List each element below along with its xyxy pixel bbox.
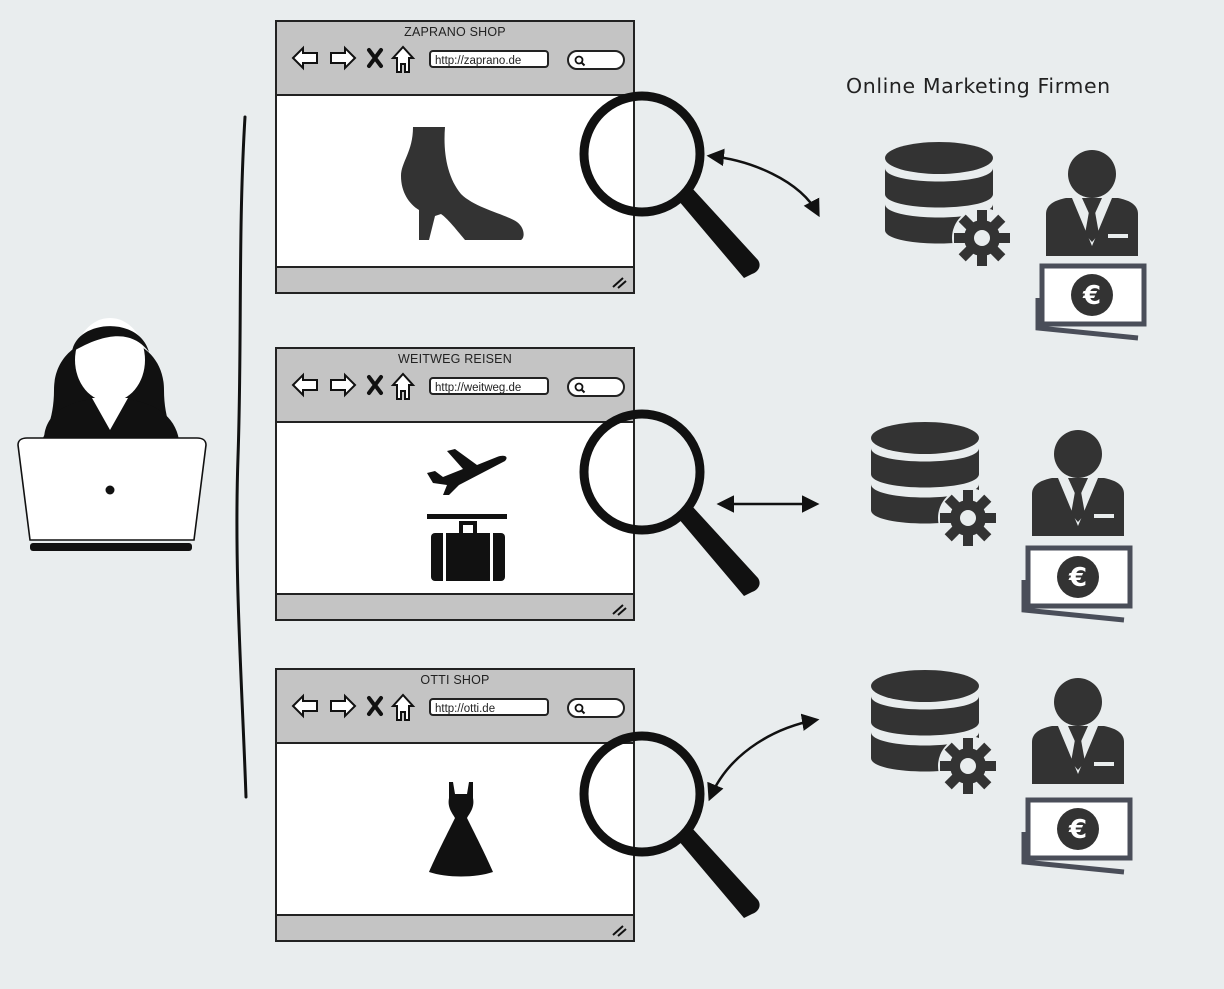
url-field[interactable]: http://otti.de [429, 698, 549, 716]
search-input[interactable] [567, 698, 625, 718]
bracket-line [235, 115, 248, 799]
search-input[interactable] [567, 50, 625, 70]
euro-banknote-icon: € [1021, 545, 1133, 623]
navigation-icons[interactable] [289, 371, 419, 403]
browser-toolbar: OTTI SHOP http://otti.de [277, 670, 633, 744]
browser-statusbar [277, 914, 633, 940]
section-title: Online Marketing Firmen [846, 74, 1111, 98]
database-gear-icon [885, 142, 1012, 268]
currency-symbol: € [1082, 281, 1101, 311]
euro-banknote-icon: € [1021, 797, 1133, 875]
resize-handle-icon[interactable] [611, 602, 627, 616]
close-icon [367, 375, 383, 395]
businessman-icon [1046, 150, 1138, 256]
close-icon [367, 696, 383, 716]
magnifier-icon [579, 409, 760, 596]
airplane-icon [427, 449, 507, 495]
search-icon [574, 55, 586, 67]
resize-handle-icon[interactable] [611, 923, 627, 937]
home-icon [390, 45, 416, 73]
back-arrow-icon [291, 693, 318, 719]
url-field[interactable]: http://weitweg.de [429, 377, 549, 395]
database-gear-icon [871, 422, 998, 548]
browser-window-weitweg: WEITWEG REISEN http://weitweg.de [275, 347, 635, 621]
currency-symbol: € [1068, 563, 1087, 593]
forward-arrow-icon [330, 693, 357, 719]
bidirectional-arrow [706, 148, 820, 218]
browser-statusbar [277, 593, 633, 619]
browser-title: OTTI SHOP [420, 673, 490, 687]
database-gear-icon [871, 670, 998, 796]
home-icon [390, 372, 416, 400]
back-arrow-icon [291, 372, 318, 398]
bidirectional-arrow [707, 713, 820, 802]
luggage-icon [431, 521, 505, 581]
browser-window-zaprano: ZAPRANO SHOP http://zaprano.de [275, 20, 635, 294]
home-icon [390, 693, 416, 721]
laptop-icon [17, 437, 207, 551]
search-icon [574, 703, 586, 715]
divider-line [427, 514, 507, 519]
close-icon [367, 48, 383, 68]
businessman-icon [1032, 678, 1124, 784]
forward-arrow-icon [330, 372, 357, 398]
resize-handle-icon[interactable] [611, 275, 627, 289]
dress-icon [429, 782, 493, 877]
magnifier-icon [579, 731, 760, 918]
forward-arrow-icon [330, 45, 357, 71]
businessman-icon [1032, 430, 1124, 536]
search-icon [574, 382, 586, 394]
high-heel-boot-icon [401, 127, 524, 240]
back-arrow-icon [291, 45, 318, 71]
navigation-icons[interactable] [289, 692, 419, 724]
url-field[interactable]: http://zaprano.de [429, 50, 549, 68]
browser-toolbar: ZAPRANO SHOP http://zaprano.de [277, 22, 633, 96]
browser-title: WEITWEG REISEN [398, 352, 512, 366]
navigation-icons[interactable] [289, 44, 419, 76]
browser-statusbar [277, 266, 633, 292]
woman-user-icon [34, 318, 184, 450]
magnifier-icon [579, 91, 760, 278]
browser-toolbar: WEITWEG REISEN http://weitweg.de [277, 349, 633, 423]
connector-arrows [706, 148, 820, 802]
currency-symbol: € [1068, 815, 1087, 845]
browser-window-otti: OTTI SHOP http://otti.de [275, 668, 635, 942]
search-input[interactable] [567, 377, 625, 397]
browser-title: ZAPRANO SHOP [404, 25, 506, 39]
euro-banknote-icon: € [1035, 263, 1147, 341]
